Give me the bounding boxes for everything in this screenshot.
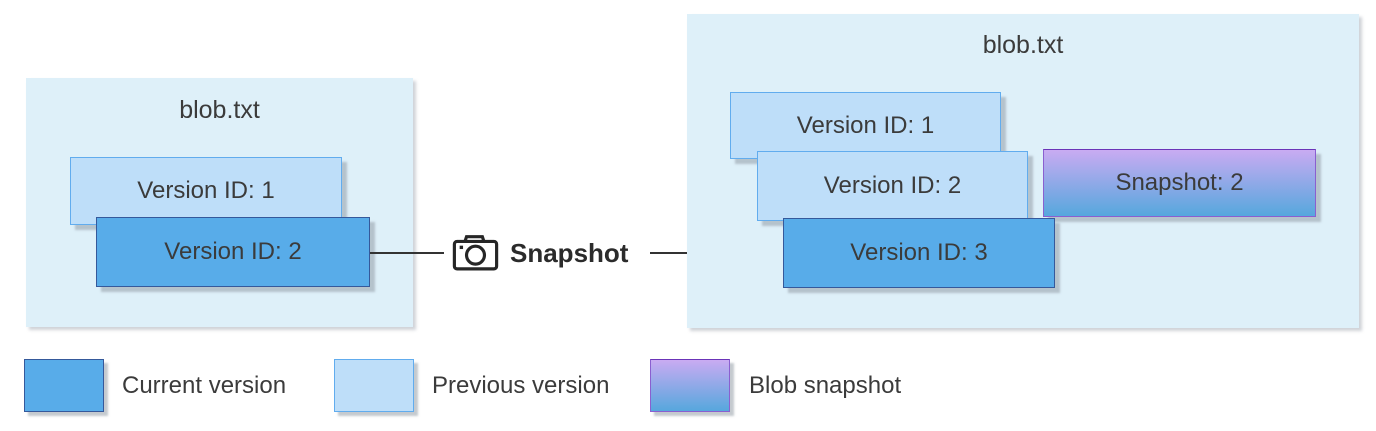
left-version-1-label: Version ID: 1	[137, 177, 275, 204]
legend-swatch-snapshot	[650, 359, 730, 412]
left-version-1-box: Version ID: 1	[70, 157, 342, 225]
right-version-2-label: Version ID: 2	[823, 172, 962, 199]
legend-swatch-current	[24, 359, 104, 412]
legend-label-snapshot: Blob snapshot	[749, 371, 902, 399]
connector-line-left	[370, 252, 444, 254]
right-version-2-box: Version ID: 2	[757, 151, 1028, 221]
snapshot-2-box: Snapshot: 2	[1043, 149, 1316, 217]
right-version-3-box: Version ID: 3	[783, 218, 1055, 288]
right-version-1-label: Version ID: 1	[796, 111, 935, 139]
snapshot-2-label: Snapshot: 2	[1115, 169, 1244, 196]
left-version-2-label: Version ID: 2	[164, 238, 302, 265]
legend-label-current: Current version	[122, 371, 287, 399]
right-version-1-box: Version ID: 1	[730, 92, 1001, 159]
right-version-3-label: Version ID: 3	[850, 239, 988, 266]
snapshot-action-label: Snapshot	[510, 237, 629, 268]
legend-label-previous: Previous version	[432, 371, 610, 399]
left-version-2-box: Version ID: 2	[96, 217, 370, 287]
camera-icon	[452, 235, 499, 271]
right-blob-title: blob.txt	[982, 31, 1064, 59]
left-blob-title: blob.txt	[179, 96, 260, 124]
legend-swatch-previous	[334, 359, 414, 412]
